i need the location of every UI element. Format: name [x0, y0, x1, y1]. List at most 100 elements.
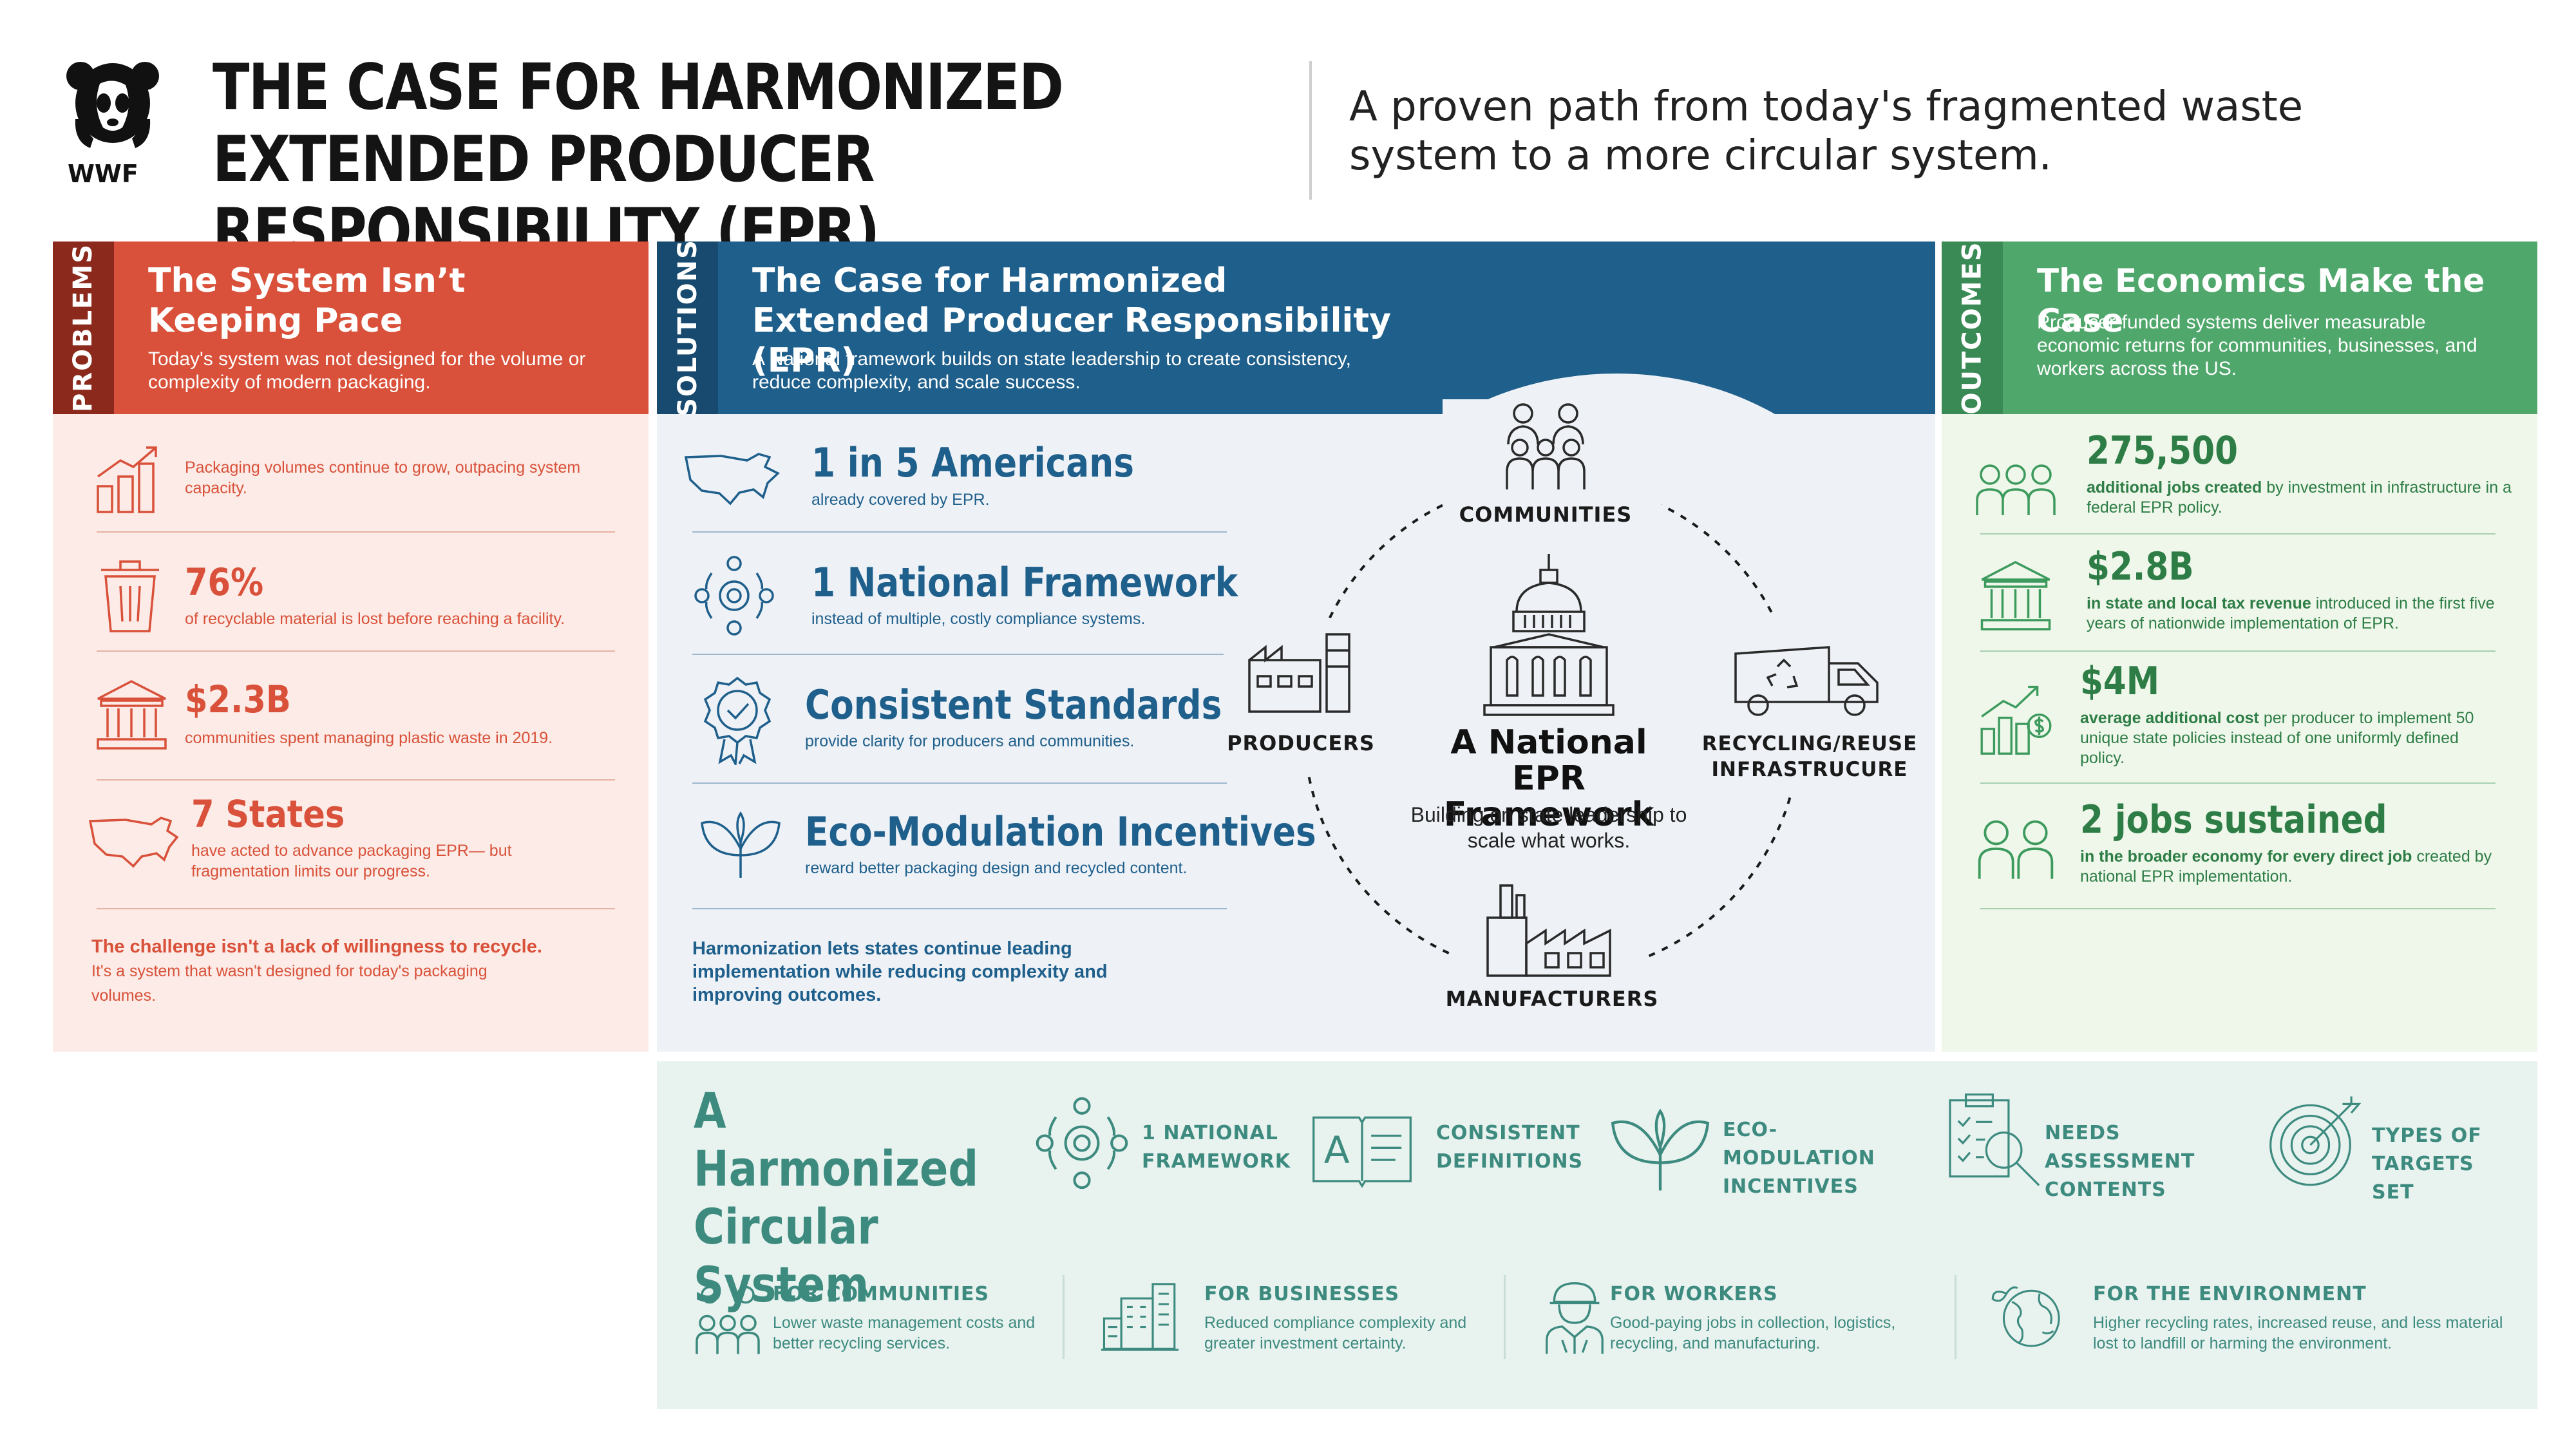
growth-chart-icon: [97, 446, 157, 513]
feature-targets: TYPES OF TARGETS SET: [2372, 1124, 2482, 1204]
solution-divider: [692, 654, 1227, 655]
feature-national-framework: 1 NATIONAL FRAMEWORK: [1142, 1122, 1291, 1173]
outcomes-tab: OUTCOMES: [1942, 241, 2003, 415]
outcome-2-stat: $2.8B: [2087, 544, 2194, 589]
outcome-4-desc: in the broader economy for every direct …: [2080, 848, 2492, 886]
solution-divider: [692, 908, 1227, 909]
target-icon: [2269, 1096, 2362, 1186]
node-mask: [1224, 618, 1404, 773]
outcome-3-stat: $4M: [2080, 659, 2160, 704]
benefit-workers-title: FOR WORKERS: [1610, 1283, 1778, 1305]
outcome-1-stat: 275,500: [2087, 428, 2239, 473]
node-manufacturers-label: MANUFACTURERS: [1445, 987, 1659, 1011]
problems-closing-bold: The challenge isn't a lack of willingnes…: [91, 936, 542, 957]
problems-closing-rest: It's a system that wasn't designed for t…: [91, 962, 488, 1005]
panda-icon: [66, 62, 159, 148]
harmonized-title: A Harmonized Circular System: [694, 1082, 979, 1313]
benefit-divider: [1955, 1275, 1956, 1359]
dollar-chart-icon: [1980, 685, 2052, 755]
problems-title: The System Isn’t Keeping Pace: [148, 261, 466, 340]
solution-3-desc: provide clarity for producers and commun…: [805, 732, 1135, 750]
gear-network-icon: [694, 556, 774, 636]
us-map-icon: [88, 817, 179, 868]
problems-closing: The challenge isn't a lack of willingnes…: [91, 935, 555, 1008]
solution-3-title: Consistent Standards: [805, 681, 1222, 728]
problems-tab: PROBLEMS: [53, 242, 114, 414]
solution-divider: [692, 531, 1227, 533]
outcome-3-desc: average additional cost per producer to …: [2080, 709, 2474, 767]
node-mask: [1700, 618, 1919, 792]
people-group-icon: [1976, 464, 2056, 515]
manufacturing-plant-icon: [1486, 884, 1611, 977]
community-icon: [1506, 403, 1586, 489]
node-communities-label: COMMUNITIES: [1459, 502, 1633, 527]
problem-divider: [97, 531, 615, 533]
badge-check-icon: [703, 676, 772, 765]
node-producers-label: PRODUCERS: [1227, 731, 1375, 755]
benefit-businesses-title: FOR BUSINESSES: [1204, 1283, 1400, 1305]
outcomes-subtitle: Producer-funded systems deliver measurab…: [2037, 312, 2477, 379]
problem-3-desc: communities spent managing plastic waste…: [185, 729, 553, 747]
benefit-communities-desc: Lower waste management costs and better …: [773, 1314, 1036, 1352]
clipboard-search-icon: [1949, 1093, 2040, 1186]
problems-subtitle: Today's system was not designed for the …: [148, 348, 586, 393]
outcome-divider: [1980, 533, 2496, 535]
sprout-icon: [1611, 1108, 1710, 1191]
solution-1-desc: already covered by EPR.: [811, 491, 990, 509]
solutions-tab: SOLUTIONS: [657, 242, 718, 414]
problem-divider: [97, 650, 615, 652]
two-people-icon: [1978, 820, 2054, 879]
problem-3-stat: $2.3B: [185, 677, 291, 721]
garbage-truck-icon: [1734, 646, 1879, 716]
gear-network-icon: [1036, 1097, 1128, 1189]
solutions-title: The Case for Harmonized Extended Produce…: [752, 261, 1392, 380]
benefit-divider: [1063, 1275, 1065, 1359]
problem-2-desc: of recyclable material is lost before re…: [185, 610, 565, 628]
trash-can-icon: [101, 560, 159, 632]
solutions-header: SOLUTIONS The Case for Harmonized Extend…: [657, 242, 1935, 414]
outcome-divider: [1980, 782, 2496, 784]
solution-4-desc: reward better packaging design and recyc…: [805, 859, 1188, 877]
sprout-icon: [701, 811, 781, 878]
wwf-logo: WWF: [61, 58, 164, 188]
header-divider: [1309, 61, 1312, 200]
solution-4-title: Eco-Modulation Incentives: [805, 808, 1316, 855]
open-book-icon: A: [1312, 1116, 1412, 1188]
harmonized-panel: [657, 1061, 2537, 1409]
problems-panel: [53, 414, 649, 1052]
solution-1-title: 1 in 5 Americans: [811, 439, 1134, 486]
problem-4-stat: 7 States: [191, 792, 345, 836]
svg-text:A: A: [1324, 1128, 1350, 1172]
feature-eco-modulation: ECO-MODULATION INCENTIVES: [1723, 1119, 1875, 1198]
us-map-icon: [684, 453, 781, 506]
solutions-subtitle: A National framework builds on state lea…: [752, 348, 1351, 393]
solutions-closing: Harmonization lets states continue leadi…: [692, 938, 1108, 1005]
benefit-divider: [1504, 1275, 1506, 1359]
solution-2-title: 1 National Framework: [811, 559, 1238, 606]
problem-divider: [97, 908, 615, 909]
hub-title: A National EPR Framework: [1443, 723, 1654, 834]
outcome-divider: [1980, 650, 2496, 652]
node-recycling-label: RECYCLING/REUSE INFRASTRUCURE: [1701, 732, 1918, 781]
feature-needs-assessment: NEEDS ASSESSMENT CONTENTS: [2045, 1122, 2195, 1201]
benefit-environment-desc: Higher recycling rates, increased reuse,…: [2093, 1314, 2503, 1352]
benefit-businesses-desc: Reduced compliance complexity and greate…: [1204, 1314, 1467, 1352]
benefit-environment-title: FOR THE ENVIRONMENT: [2093, 1283, 2367, 1305]
outcome-divider: [1980, 908, 2496, 909]
community-icon: [696, 1285, 760, 1354]
page-title: THE CASE FOR HARMONIZED EXTENDED PRODUCE…: [213, 51, 1064, 269]
solution-divider: [692, 782, 1227, 784]
factory-icon: [1248, 633, 1350, 713]
government-building-icon: [1980, 561, 2051, 630]
problems-header: PROBLEMS The System Isn’t Keeping Pace T…: [53, 242, 649, 414]
outcome-4-stat: 2 jobs sustained: [2080, 797, 2387, 842]
outcomes-panel: [1942, 414, 2537, 1052]
problem-2-stat: 76%: [185, 560, 264, 604]
problem-1-desc: Packaging volumes continue to grow, outp…: [185, 459, 581, 497]
outcomes-header: OUTCOMES The Economics Make the Case Pro…: [1942, 241, 2537, 415]
government-building-icon: [97, 680, 167, 750]
solution-2-desc: instead of multiple, costly compliance s…: [811, 610, 1146, 628]
problem-divider: [97, 779, 615, 781]
city-buildings-icon: [1101, 1283, 1179, 1351]
outcomes-title: The Economics Make the Case: [2037, 262, 2485, 339]
